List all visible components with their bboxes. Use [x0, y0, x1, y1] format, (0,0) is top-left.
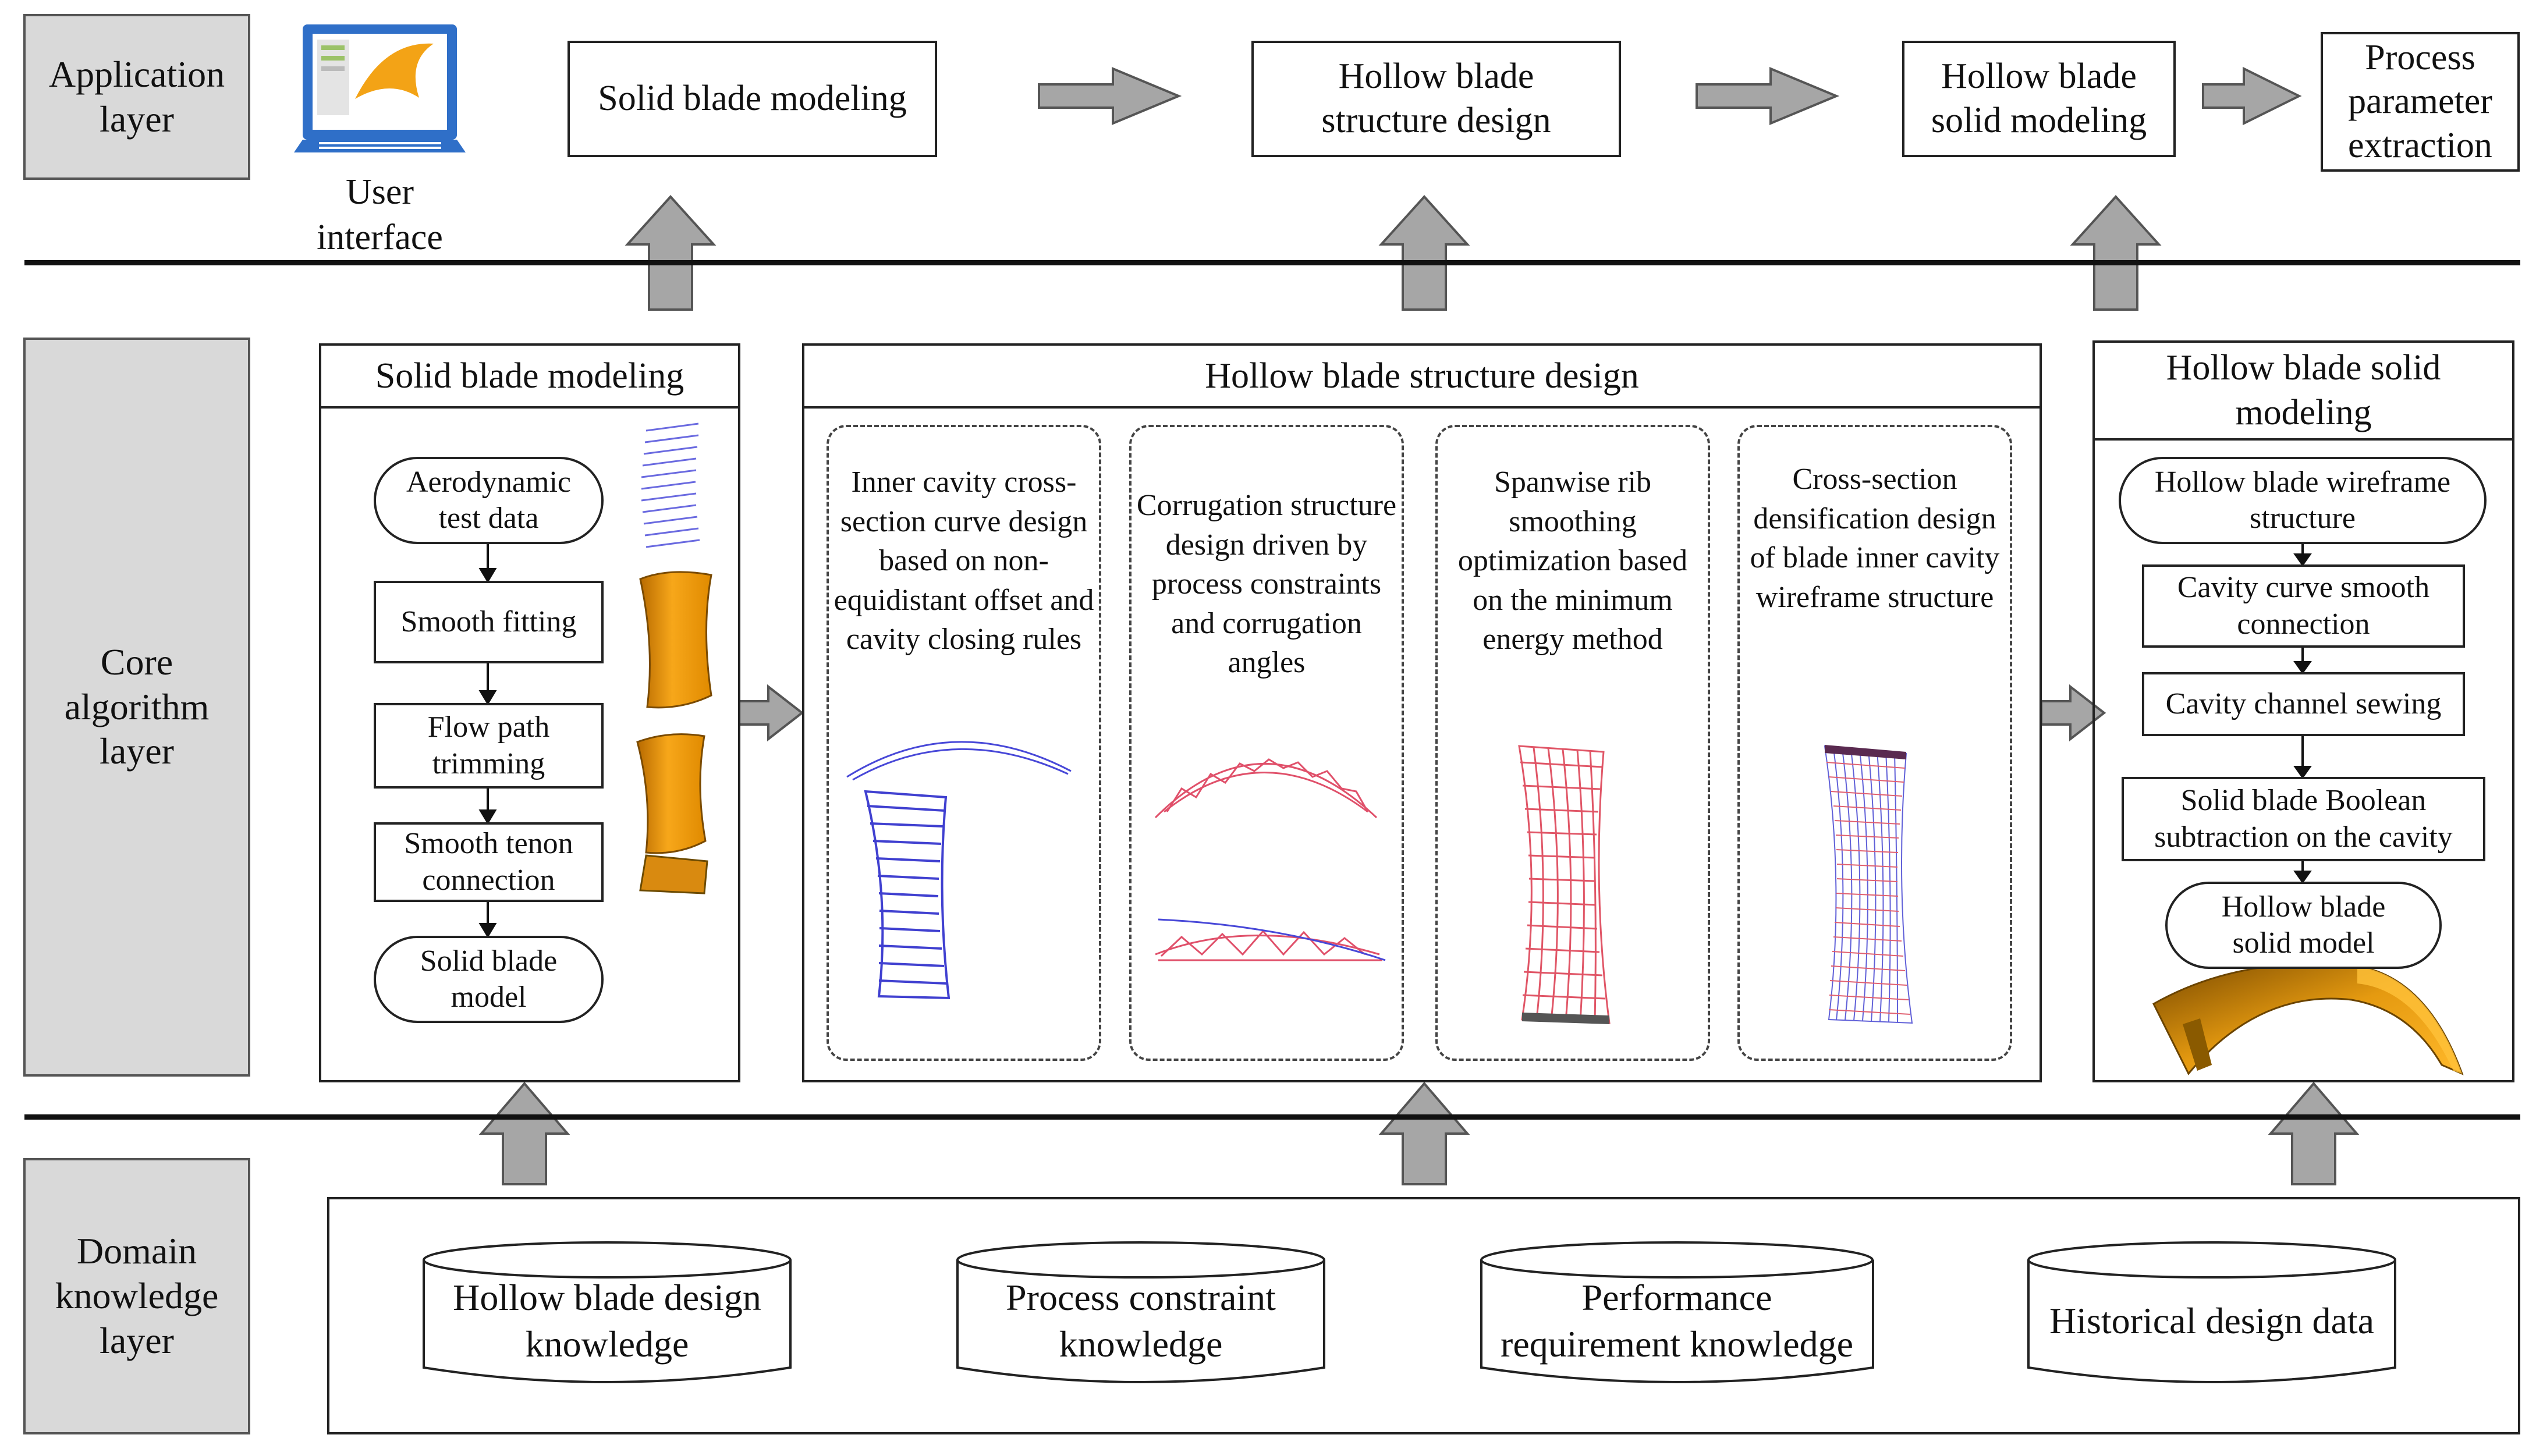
wireframe-icon: [864, 790, 950, 1000]
wireframe-icon: [1518, 745, 1611, 1024]
step-text: Flow path trimming: [427, 711, 550, 780]
panel-title-text: Hollow blade solid modeling: [2166, 347, 2441, 433]
step-text: Smooth fitting: [400, 605, 577, 638]
step-wireframe-structure: Hollow blade wireframe structure: [2119, 457, 2487, 544]
method-text: Cross-section densification design of bl…: [1750, 463, 2000, 614]
database-icon: [423, 1241, 792, 1279]
layer-separator: [24, 1114, 2520, 1120]
step-text: Solid blade model: [420, 944, 558, 1014]
app-step-text: Hollow blade structure design: [1321, 56, 1551, 140]
flow-arrow-right: [738, 684, 2106, 742]
method-text: Corrugation structure design driven by p…: [1136, 489, 1397, 680]
knowledge-text: Process constraint knowledge: [1006, 1277, 1276, 1365]
panel-title: Solid blade modeling: [319, 343, 740, 409]
step-text: Hollow blade solid model: [2221, 890, 2386, 960]
wireframe-icon: [1522, 1013, 1609, 1024]
step-smooth-tenon-connection: Smooth tenon connection: [374, 822, 604, 902]
app-step-text: Solid blade modeling: [598, 79, 907, 119]
database-icon: [1480, 1241, 1874, 1279]
layer-separator: [24, 260, 2520, 265]
knowledge-text: Performance requirement knowledge: [1501, 1277, 1853, 1365]
method-text: Inner cavity cross-section curve design …: [833, 466, 1094, 656]
app-step-hollow-structure-design: Hollow blade structure design: [1251, 41, 1621, 157]
corrugation-icon: [1154, 758, 1378, 819]
step-smooth-fitting: Smooth fitting: [374, 581, 604, 663]
user-interface-label: User interface: [317, 172, 443, 257]
database-icon: [2027, 1260, 2396, 1383]
wireframe-icon: [1825, 745, 1906, 759]
knowledge-text: Historical design data: [2049, 1300, 2375, 1341]
database-icon: [956, 1260, 1325, 1383]
flow-arrow-right: [1038, 66, 2302, 126]
flow-arrow-up: [625, 195, 2162, 311]
blade-render-icon: [639, 854, 708, 894]
app-step-solid-blade-modeling: Solid blade modeling: [568, 41, 937, 157]
knowledge-text: Hollow blade design knowledge: [453, 1277, 761, 1365]
database-icon: [423, 1260, 792, 1383]
step-solid-blade-model: Solid blade model: [374, 936, 604, 1023]
database-icon: [1480, 1260, 1874, 1383]
method-panel-rib-smoothing: [1435, 425, 1710, 1061]
knowledge-base-panel: [327, 1197, 2520, 1434]
domain-knowledge-layer-label: Domain knowledge layer: [23, 1158, 250, 1434]
layer-label-text: Application layer: [48, 53, 225, 140]
app-step-hollow-solid-modeling: Hollow blade solid modeling: [1902, 41, 2176, 157]
wireframe-icon: [1826, 762, 1911, 1015]
layer-label-text: Domain knowledge layer: [55, 1230, 219, 1361]
method-text: Spanwise rib smoothing optimization base…: [1457, 466, 1688, 656]
application-layer-label: Application layer: [23, 14, 250, 180]
step-text: Aerodynamic test data: [406, 465, 571, 535]
layer-label-text: Core algorithm layer: [64, 641, 210, 772]
wireframe-icon: [641, 422, 700, 548]
step-text: Smooth tenon connection: [404, 827, 573, 897]
knowledge-item: Historical design data: [2035, 1277, 2388, 1365]
step-hollow-blade-solid-model: Hollow blade solid model: [2165, 882, 2442, 969]
method-panel-cavity-curve: [827, 425, 1101, 1061]
database-icon: [2027, 1241, 2396, 1279]
method-panel-corrugation: [1129, 425, 1404, 1061]
step-boolean-subtraction: Solid blade Boolean subtraction on the c…: [2122, 777, 2485, 861]
knowledge-item: Process constraint knowledge: [964, 1277, 1317, 1365]
panel-title: Hollow blade solid modeling: [2092, 340, 2514, 441]
knowledge-item: Performance requirement knowledge: [1487, 1277, 1867, 1365]
panel-title: Hollow blade structure design: [802, 343, 2042, 409]
step-flow-path-trimming: Flow path trimming: [374, 703, 604, 789]
knowledge-item: Hollow blade design knowledge: [431, 1277, 783, 1365]
step-connector: [2293, 544, 2312, 884]
flow-arrow-up: [478, 1081, 2360, 1185]
app-step-text: Hollow blade solid modeling: [1931, 56, 2147, 140]
database-icon: [956, 1241, 1325, 1279]
step-text: Cavity curve smooth connection: [2177, 571, 2430, 641]
step-cavity-channel-sewing: Cavity channel sewing: [2142, 672, 2465, 736]
wireframe-icon: [1158, 918, 1386, 961]
step-connector: [478, 544, 497, 938]
app-step-process-parameter-extraction: Process parameter extraction: [2321, 32, 2520, 172]
method-panel-densification: [1737, 425, 2012, 1061]
wireframe-icon: [846, 741, 1072, 781]
monitor-icon: [294, 24, 466, 152]
blade-render-icon: [636, 733, 707, 854]
step-aerodynamic-test-data: Aerodynamic test data: [374, 457, 604, 544]
step-cavity-curve-connection: Cavity curve smooth connection: [2142, 564, 2465, 648]
step-text: Solid blade Boolean subtraction on the c…: [2154, 784, 2453, 854]
blade-render-icon: [639, 571, 712, 709]
step-text: Cavity channel sewing: [2165, 687, 2442, 720]
step-text: Hollow blade wireframe structure: [2154, 465, 2451, 535]
core-algorithm-layer-label: Core algorithm layer: [23, 338, 250, 1077]
app-step-text: Process parameter extraction: [2348, 37, 2492, 165]
